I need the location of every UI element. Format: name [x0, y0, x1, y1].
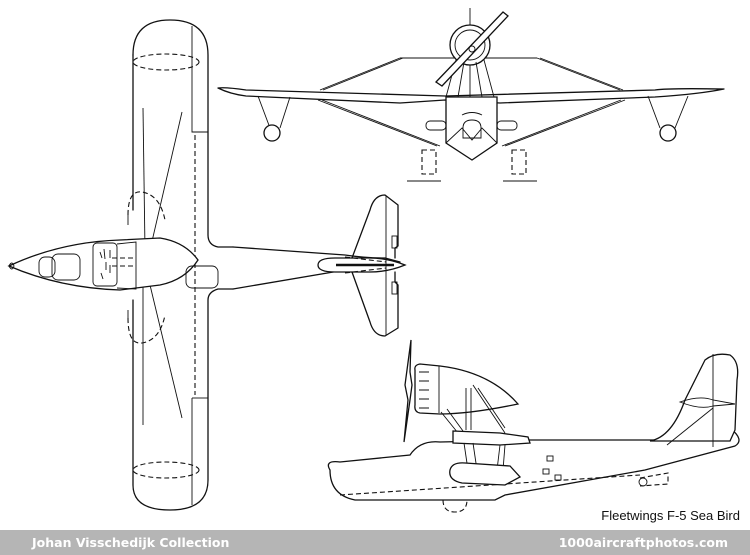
aircraft-three-view-illustration: [7, 8, 740, 513]
website-link[interactable]: 1000aircraftphotos.com: [558, 535, 728, 550]
side-view: [327, 339, 740, 513]
footer-bar: Johan Visschedijk Collection 1000aircraf…: [0, 530, 750, 555]
collection-credit: Johan Visschedijk Collection: [32, 535, 230, 550]
top-view: [7, 19, 407, 511]
front-view: [217, 8, 725, 182]
aircraft-title-caption: Fleetwings F-5 Sea Bird: [601, 508, 740, 523]
